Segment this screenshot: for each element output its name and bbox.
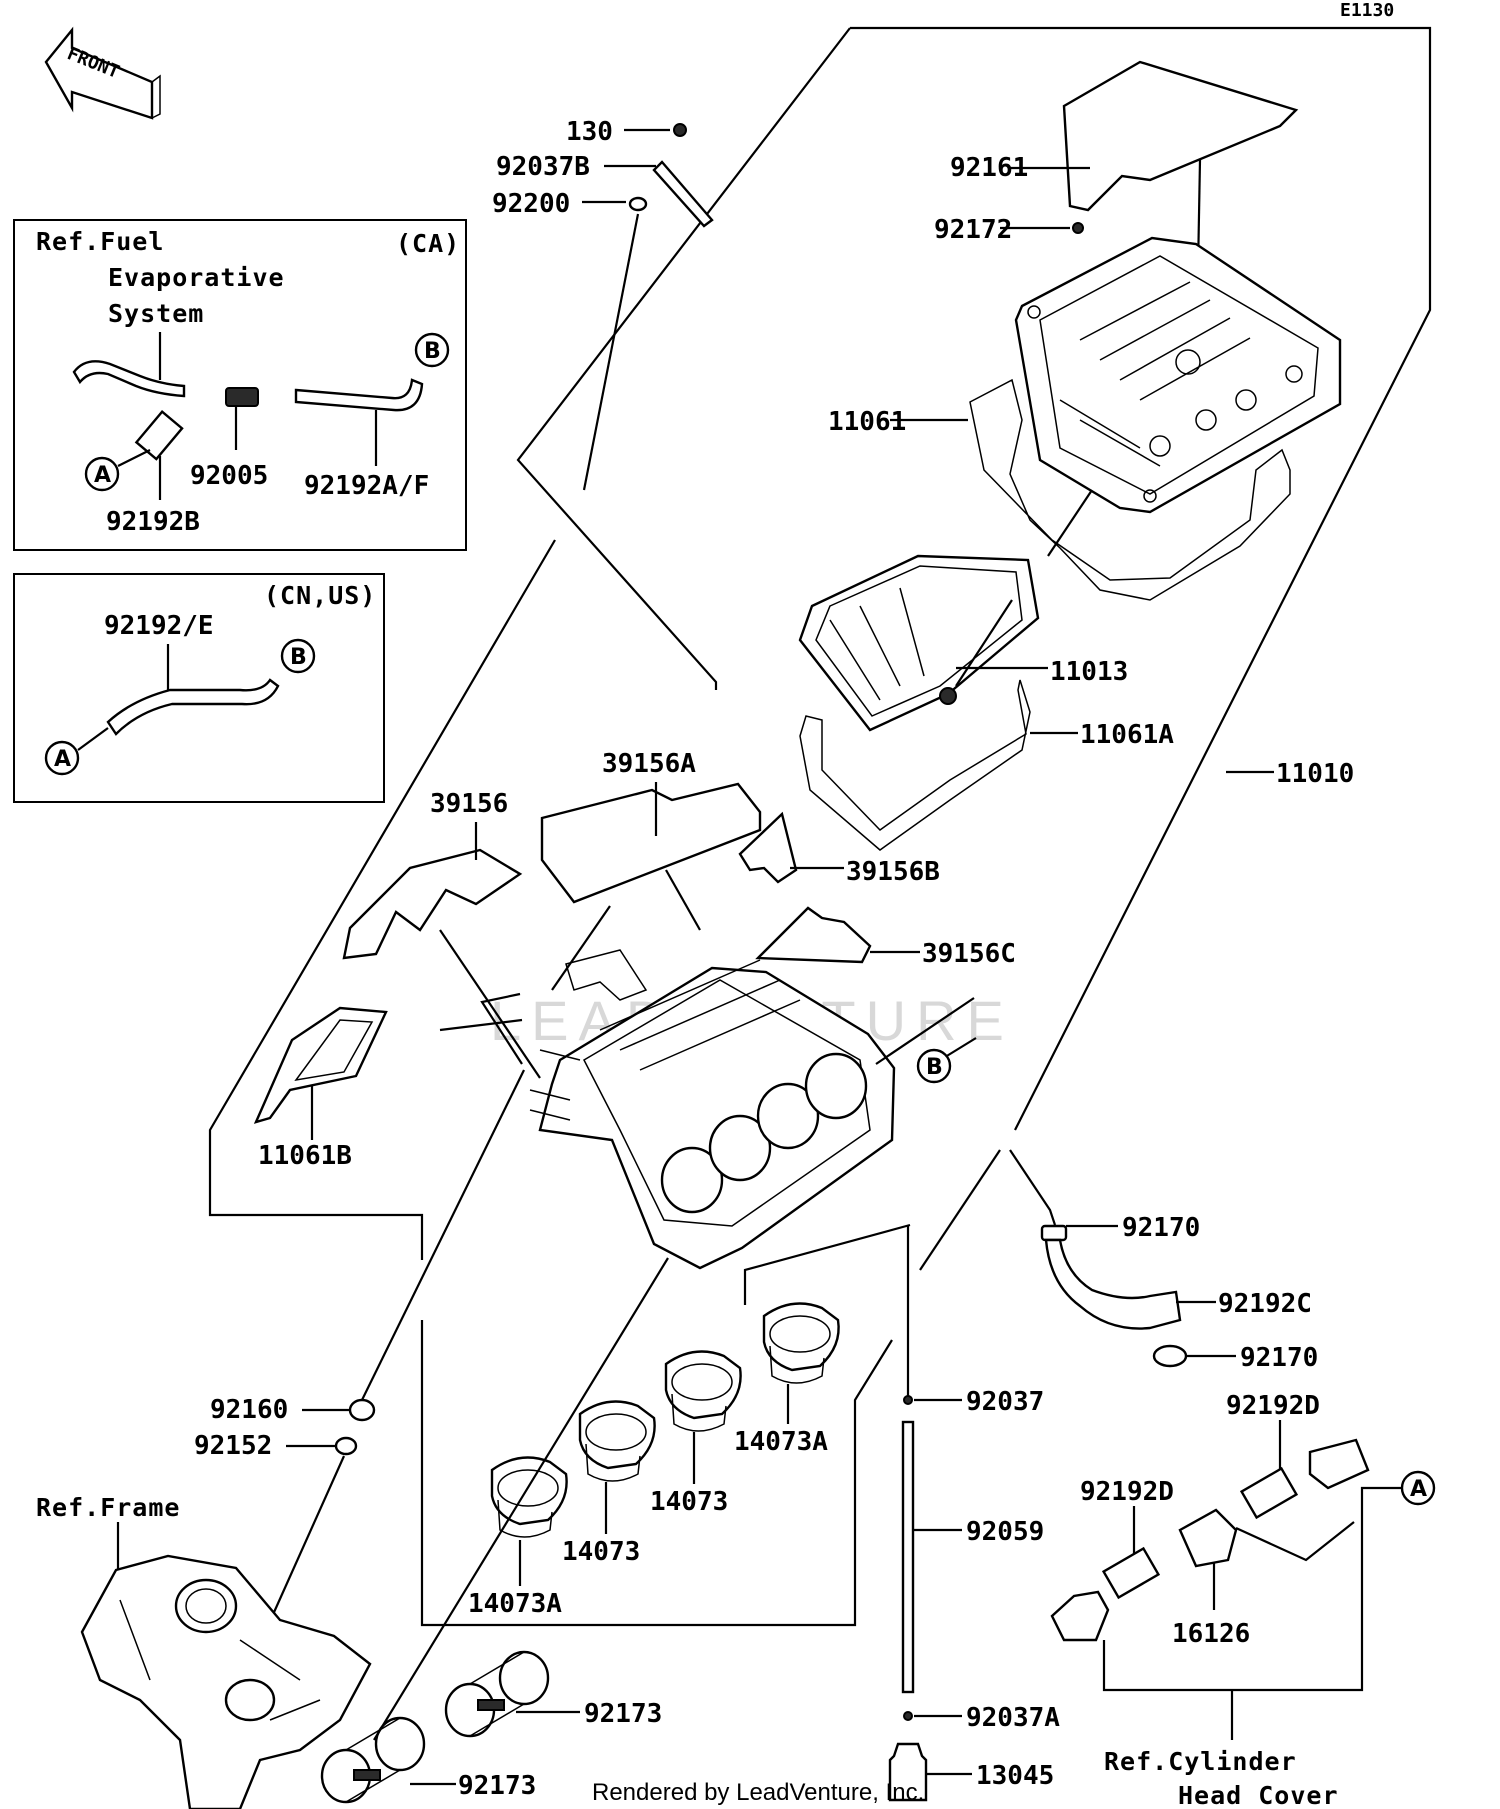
bolt-130-icon [673,123,687,137]
inset-ca-marker-b: B [424,339,441,364]
label-92173-a: 92173 [584,1699,662,1729]
label-92005: 92005 [190,461,268,491]
label-92192C: 92192C [1218,1289,1312,1319]
clip-92037A-icon [903,1711,913,1721]
connector-92005-icon [225,387,259,407]
gasket-11061B-icon [253,1006,388,1124]
label-39156C: 39156C [922,939,1016,969]
label-92059: 92059 [966,1517,1044,1547]
label-92192D-b: 92192D [1080,1477,1174,1507]
filter-element-11013-icon [798,554,1040,732]
lower-housing-icon [529,949,896,1270]
tube-92192D-a-icon [1239,1466,1299,1520]
label-39156B: 39156B [846,857,940,887]
label-92037: 92037 [966,1387,1044,1417]
duct-39156-icon [342,848,523,960]
label-11061B: 11061B [258,1141,352,1171]
duct-39156C-icon [755,906,872,964]
collar-92152-icon [334,1436,358,1456]
funnel-14073-a-icon [578,1400,656,1482]
marker-a-right: A [1410,1477,1427,1502]
valve-16126-icon [1178,1508,1238,1568]
label-130: 130 [566,117,613,147]
ref-frame: Ref.Frame [36,1493,180,1522]
inset-cn-us-box: (CN,US) 92192/E A B [13,573,385,803]
frame-icon [80,1554,372,1809]
inset-ca-region: (CA) [396,229,460,258]
pad-92161-icon [1062,60,1299,212]
label-39156A: 39156A [602,749,696,779]
diagram-code: E1130 [1340,0,1394,21]
label-11013: 11013 [1050,657,1128,687]
label-92037A: 92037A [966,1703,1060,1733]
marker-b-main: B [926,1055,943,1080]
inset-ca-box: Ref.Fuel Evaporative System (CA) A B 920… [13,219,467,551]
label-92192D-a: 92192D [1226,1391,1320,1421]
inset-cn-us-marker-a: A [54,747,71,772]
gasket-11061A-icon [799,679,1031,851]
funnel-14073A-a-icon [490,1456,568,1538]
label-92172: 92172 [934,215,1012,245]
label-13045: 13045 [976,1761,1054,1791]
label-92037B: 92037B [496,152,590,182]
clamp-92173-a-icon [444,1650,550,1738]
grommet-92160-icon [348,1398,376,1422]
upper-housing-11010-icon [1014,236,1342,514]
label-14073A-b: 14073A [734,1427,828,1457]
ref-cylinder-line1: Ref.Cylinder [1104,1747,1297,1776]
duct-39156B-icon [738,811,798,884]
label-92170-a: 92170 [1122,1213,1200,1243]
label-14073-b: 14073 [650,1487,728,1517]
assembly-boundary-lower [420,1320,893,1627]
clamp-92173-b-icon [320,1716,426,1804]
funnel-14073A-b-icon [762,1302,840,1384]
gasket-11061-icon [969,378,1291,601]
hose-92059-icon [901,1420,915,1694]
duct-39156A-icon [540,782,762,904]
inset-cn-us-marker-b: B [290,645,307,670]
tube-92192D-b-icon [1101,1546,1161,1600]
hose-92192C-icon [1044,1238,1182,1330]
rod-92037B-icon [652,160,714,228]
label-14073-a: 14073 [562,1537,640,1567]
label-11061A: 11061A [1080,720,1174,750]
label-92200: 92200 [492,189,570,219]
top-small-parts: 130 92037B 92200 [492,117,714,491]
label-16126: 16126 [1172,1619,1250,1649]
joint-lower-icon [1050,1590,1110,1642]
label-92192A-F: 92192A/F [304,471,429,501]
label-14073A-a: 14073A [468,1589,562,1619]
label-92170-b: 92170 [1240,1343,1318,1373]
footer-credit: Rendered by LeadVenture, Inc. [592,1779,924,1806]
label-92192-E: 92192/E [104,611,214,641]
label-92160: 92160 [210,1395,288,1425]
label-11061: 11061 [828,407,906,437]
label-39156: 39156 [430,789,508,819]
label-92173-b: 92173 [458,1771,536,1801]
inset-ca-ref-line3: System [108,299,204,328]
inset-ca-marker-a: A [94,463,111,488]
front-arrow-icon: FRONT [44,26,161,120]
clip-92037-icon [903,1395,913,1405]
hose-92192-E-icon [106,678,280,736]
assembly-boundary-outline [208,26,1432,1260]
label-92192B: 92192B [106,507,200,537]
plug-13045-icon [888,1742,928,1802]
funnel-14073-b-icon [664,1350,742,1432]
clamp-92170-a-icon [1040,1224,1068,1242]
clamp-92170-b-icon [1152,1344,1188,1368]
washer-92200-icon [628,196,648,212]
joint-upper-icon [1308,1438,1370,1490]
label-11010: 11010 [1276,759,1354,789]
ref-cylinder-line2: Head Cover [1178,1781,1339,1809]
inset-ca-ref-line2: Evaporative [108,263,285,292]
label-92152: 92152 [194,1431,272,1461]
inset-cn-us-region: (CN,US) [264,581,376,610]
screw-92172-icon [1072,222,1084,234]
inset-ca-ref-line1: Ref.Fuel [36,227,164,256]
